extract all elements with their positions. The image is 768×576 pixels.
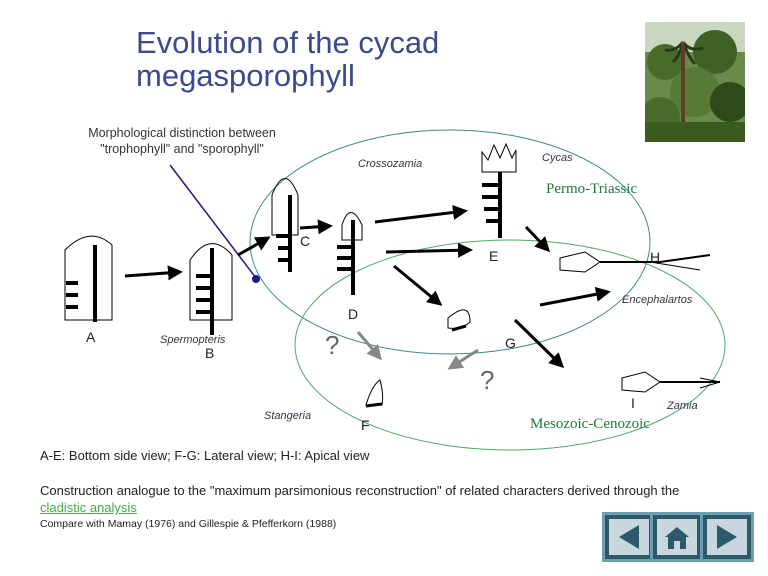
label-H: H (650, 249, 661, 265)
taxon-zamia: Zamia (667, 400, 698, 412)
sporophyll-E (481, 142, 517, 238)
sporophyll-A (64, 235, 113, 322)
taxon-encephalartos: Encephalartos (622, 294, 693, 306)
mesozoic-cenozoic-circle (294, 239, 726, 451)
arrow-D-E2 (385, 242, 473, 258)
forward-icon (717, 525, 737, 549)
construction-note: Construction analogue to the "maximum pa… (40, 482, 720, 516)
era-permo-triassic: Permo-Triassic (546, 181, 638, 197)
question-mark-1: ? (325, 330, 340, 360)
taxon-stangeria: Stangeria (264, 410, 312, 422)
label-B: B (205, 345, 215, 361)
sporophyll-D (337, 212, 363, 295)
pointer-dot (252, 275, 260, 283)
pointer-line (169, 164, 257, 279)
arrow-G-H (539, 286, 611, 307)
era-mesozoic-cenozoic: Mesozoic-Cenozoic (530, 416, 650, 432)
arrow-A-B (124, 265, 183, 281)
page-title: Evolution of the cycad megasporophyll (136, 26, 439, 92)
arrow-D-F (356, 331, 382, 361)
compare-note: Compare with Mamay (1976) and Gillespie … (40, 518, 337, 530)
views-note: A-E: Bottom side view; F-G: Lateral view… (40, 448, 370, 463)
label-F: F (361, 417, 370, 433)
arrow-G-I (513, 318, 565, 369)
label-G: G (505, 335, 516, 351)
cycad-photo (645, 22, 745, 142)
arrow-D-E1 (374, 205, 468, 224)
home-button[interactable] (650, 512, 704, 562)
label-A: A (86, 329, 96, 345)
back-button[interactable] (602, 512, 656, 562)
label-E: E (489, 248, 499, 264)
arrow-E-H (524, 225, 551, 253)
arrow-C-D (299, 219, 333, 235)
cladistic-analysis-link[interactable]: cladistic analysis (40, 500, 137, 515)
sporophyll-I (621, 371, 721, 393)
back-icon (619, 525, 639, 549)
arrow-G-F (447, 348, 479, 370)
sporophyll-F (365, 379, 384, 408)
taxon-spermopteris: Spermopteris (160, 334, 226, 346)
subtitle: Morphological distinction between "troph… (88, 126, 276, 156)
taxon-crossozamia: Crossozamia (358, 158, 423, 170)
home-icon (665, 527, 689, 549)
forward-button[interactable] (700, 512, 754, 562)
sporophyll-H (559, 251, 711, 273)
label-I: I (631, 395, 635, 411)
taxon-cycas: Cycas (542, 152, 573, 164)
title-line-1: Evolution of the cycad (136, 25, 440, 60)
sporophyll-B (189, 243, 233, 335)
label-D: D (348, 306, 359, 322)
sporophyll-G (447, 309, 471, 332)
arrow-B-C (237, 236, 271, 257)
arrow-D-G (393, 264, 443, 306)
question-mark-2: ? (480, 365, 495, 395)
label-C: C (300, 233, 311, 249)
permo-triassic-circle (249, 129, 651, 355)
title-line-2: megasporophyll (136, 58, 355, 93)
construction-text: Construction analogue to the "maximum pa… (40, 483, 680, 498)
sporophyll-C (271, 178, 299, 272)
